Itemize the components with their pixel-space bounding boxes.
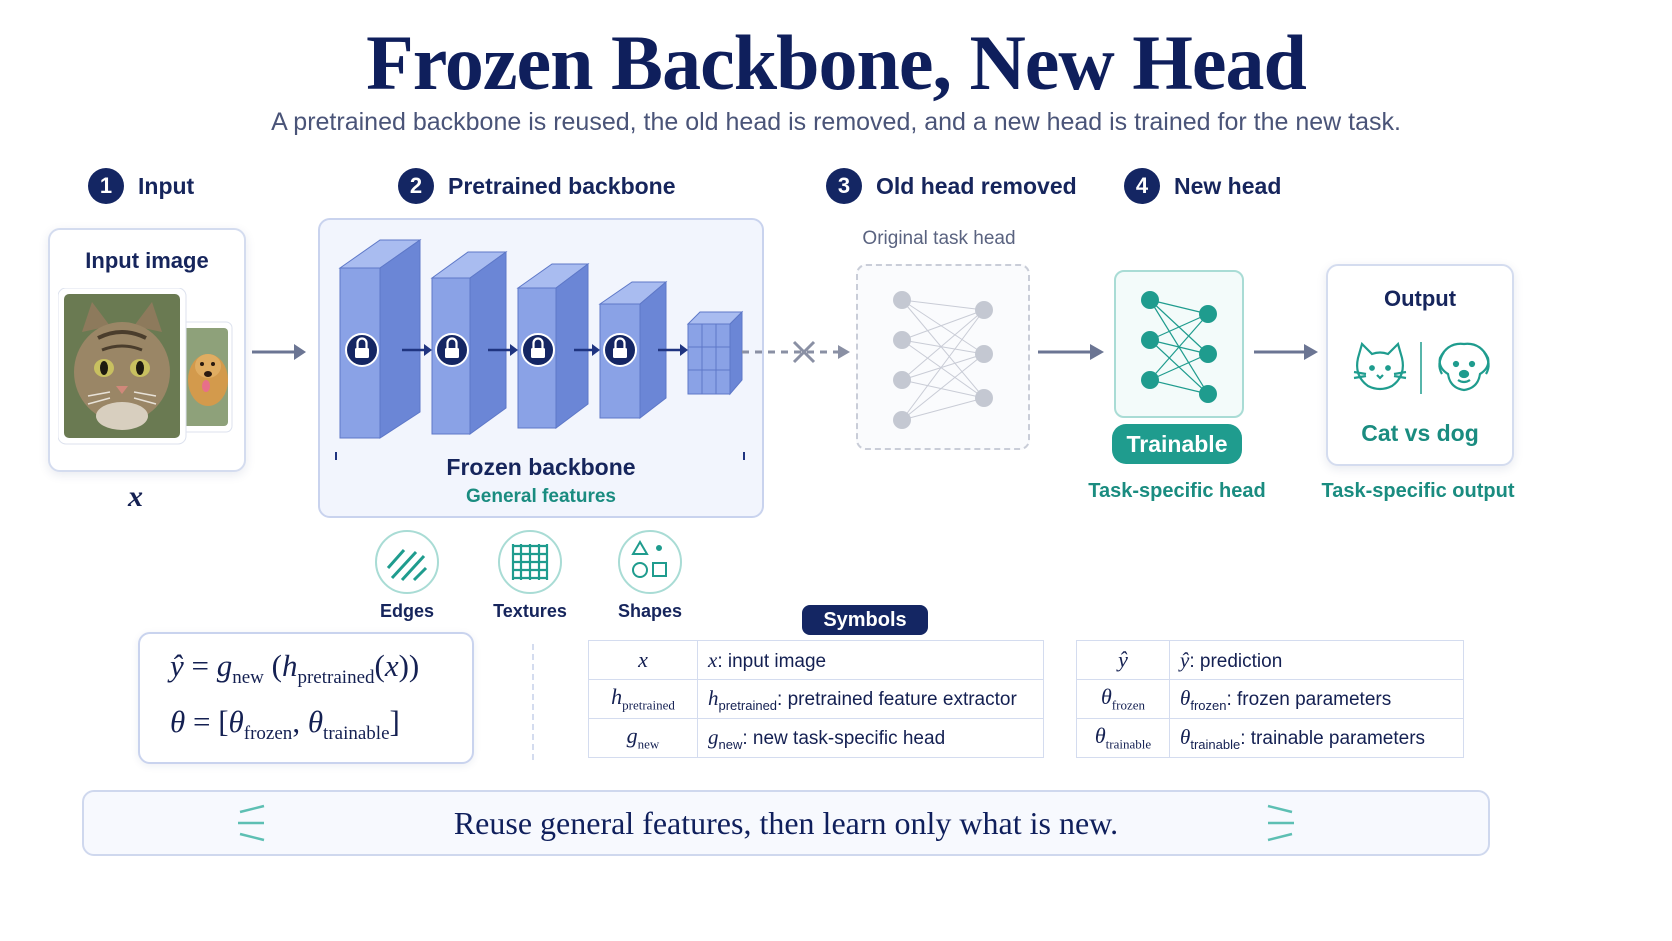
section-divider xyxy=(532,644,534,760)
output-result: Cat vs dog xyxy=(1361,420,1479,446)
feature-label: Textures xyxy=(493,601,567,621)
page-title: Frozen Backbone, New Head xyxy=(366,19,1307,106)
arrow-to-new-head xyxy=(1038,344,1104,360)
sparkle-left-icon xyxy=(238,804,265,842)
symbols-table-left: x x: input image hpretrained hpretrained… xyxy=(588,640,1044,758)
backbone-layers xyxy=(335,239,745,460)
lock-icon xyxy=(603,333,637,367)
step-number: 3 xyxy=(826,168,862,204)
formula-parameters: θ = [θfrozen, θtrainable] xyxy=(170,704,400,745)
input-card: Input image xyxy=(48,228,246,472)
step-number: 4 xyxy=(1124,168,1160,204)
table-row: gnew gnew: new task-specific head xyxy=(588,718,1044,758)
backbone-caption: Frozen backbone xyxy=(446,454,636,480)
backbone-bracket xyxy=(335,452,745,460)
layer-arrows xyxy=(402,344,688,356)
edges-icon xyxy=(375,530,439,594)
step-1: 1 Input xyxy=(88,166,194,206)
frozen-layer-4 xyxy=(598,280,668,420)
step-label: Input xyxy=(138,172,195,199)
cat-icon xyxy=(1353,341,1407,391)
feature-label: Shapes xyxy=(617,601,683,621)
feature-edges: Edges xyxy=(352,528,462,622)
cat-photo xyxy=(58,288,187,445)
step-label: New head xyxy=(1174,172,1282,199)
step-label: Old head removed xyxy=(876,172,1077,199)
feature-shapes: Shapes xyxy=(595,528,705,622)
feature-cube xyxy=(686,310,744,396)
footer-banner: Reuse general features, then learn only … xyxy=(82,790,1490,856)
formula-box: ŷ = gnew (hpretrained(x)) θ = [θfrozen, … xyxy=(138,632,474,764)
output-card: Output Cat vs dog xyxy=(1326,264,1514,466)
feature-label: Edges xyxy=(379,601,435,621)
cross-icon xyxy=(792,340,816,364)
footer-text: Reuse general features, then learn only … xyxy=(453,804,1119,841)
sparkle-right-icon xyxy=(1267,804,1294,842)
trainable-badge: Trainable xyxy=(1112,424,1242,464)
old-head-box xyxy=(856,264,1030,450)
step-number: 1 xyxy=(88,168,124,204)
table-row: θfrozen θfrozen: frozen parameters xyxy=(1076,679,1464,719)
step-2: 2 Pretrained backbone xyxy=(398,166,676,206)
feature-textures: Textures xyxy=(475,528,585,622)
step-number: 2 xyxy=(398,168,434,204)
output-title: Output xyxy=(1383,286,1457,311)
dog-icon xyxy=(1438,342,1490,392)
table-row: ŷ ŷ: prediction xyxy=(1076,640,1464,680)
cat-dog-icons xyxy=(1353,341,1490,394)
table-row: θtrainable θtrainable: trainable paramet… xyxy=(1076,718,1464,758)
table-row: x x: input image xyxy=(588,640,1044,680)
network-icon xyxy=(1141,291,1217,403)
input-image-thumbnails xyxy=(58,288,233,445)
lock-icon xyxy=(521,333,555,367)
textures-icon xyxy=(498,530,562,594)
backbone-panel: Frozen backbone General features xyxy=(318,218,764,518)
backbone-subcaption: General features xyxy=(466,486,616,507)
input-variable: x xyxy=(128,480,143,513)
symbols-table-right: ŷ ŷ: prediction θfrozen θfrozen: frozen … xyxy=(1076,640,1464,758)
new-head-box xyxy=(1114,270,1244,418)
step-label: Pretrained backbone xyxy=(448,172,676,199)
new-head-caption: Task-specific head xyxy=(1088,480,1266,502)
step-4: 4 New head xyxy=(1124,166,1281,206)
formula-prediction: ŷ = gnew (hpretrained(x)) xyxy=(170,648,420,689)
dog-photo xyxy=(175,321,233,433)
removed-connection xyxy=(742,340,850,364)
old-network-icon xyxy=(893,291,993,429)
symbols-badge: Symbols xyxy=(802,605,928,635)
output-caption: Task-specific output xyxy=(1321,480,1515,502)
lock-icon xyxy=(435,333,469,367)
lock-icon xyxy=(345,333,379,367)
old-head-caption: Original task head xyxy=(862,228,1016,249)
table-row: hpretrained hpretrained: pretrained feat… xyxy=(588,679,1044,719)
arrow-input-to-backbone xyxy=(252,344,306,360)
step-3: 3 Old head removed xyxy=(826,166,1077,206)
page-subtitle: A pretrained backbone is reused, the old… xyxy=(271,108,1401,136)
arrow-to-output xyxy=(1254,344,1318,360)
input-caption: Input image xyxy=(85,248,209,273)
shapes-icon xyxy=(618,530,682,594)
